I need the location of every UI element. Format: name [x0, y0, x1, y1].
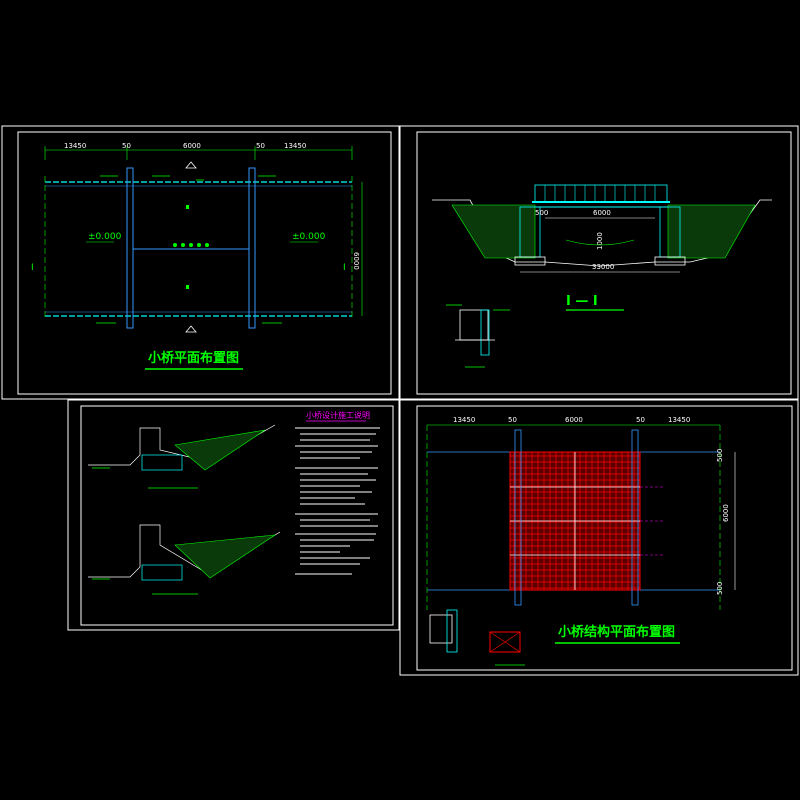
- structure-plan-title: 小桥结构平面布置图: [558, 624, 675, 640]
- struct-dim-height: 6000: [722, 504, 730, 522]
- sheet-section: 6000 500 33000 1000 I — I: [399, 125, 799, 400]
- dim-height: 6000: [352, 252, 360, 270]
- struct-dim-bottom: 500: [716, 582, 724, 595]
- section-abut-dim: 500: [535, 209, 548, 217]
- struct-dim-left: 13450: [453, 416, 475, 424]
- section-mark-left: I: [31, 263, 34, 273]
- struct-dim-top: 500: [716, 449, 724, 462]
- section-title: I — I: [566, 294, 598, 309]
- struct-dim-gap-left: 50: [508, 416, 517, 424]
- plan-layout-title: 小桥平面布置图: [148, 350, 239, 366]
- elevation-right: ±0.000: [292, 232, 326, 242]
- dim-right-span: 13450: [284, 142, 306, 150]
- section-mark-right: I: [343, 263, 346, 273]
- sheet-notes: 小桥设计施工说明: [67, 399, 400, 631]
- struct-dim-gap-right: 50: [636, 416, 645, 424]
- sheet-plan-layout: 13450 50 6000 50 13450 6000: [1, 125, 400, 400]
- sheet-structure-plan: 13450 50 6000 50 13450 6000 500 500: [399, 399, 799, 676]
- section-total-dim: 33000: [592, 263, 614, 271]
- struct-dim-right: 13450: [668, 416, 690, 424]
- dim-gap-right: 50: [256, 142, 265, 150]
- notes-title: 小桥设计施工说明: [306, 410, 370, 420]
- section-depth-dim: 1000: [596, 232, 604, 250]
- section-span-dim: 6000: [593, 209, 611, 217]
- dim-left-span: 13450: [64, 142, 86, 150]
- dim-center-span: 6000: [183, 142, 201, 150]
- struct-dim-center: 6000: [565, 416, 583, 424]
- elevation-left: ±0.000: [88, 232, 122, 242]
- dim-gap-left: 50: [122, 142, 131, 150]
